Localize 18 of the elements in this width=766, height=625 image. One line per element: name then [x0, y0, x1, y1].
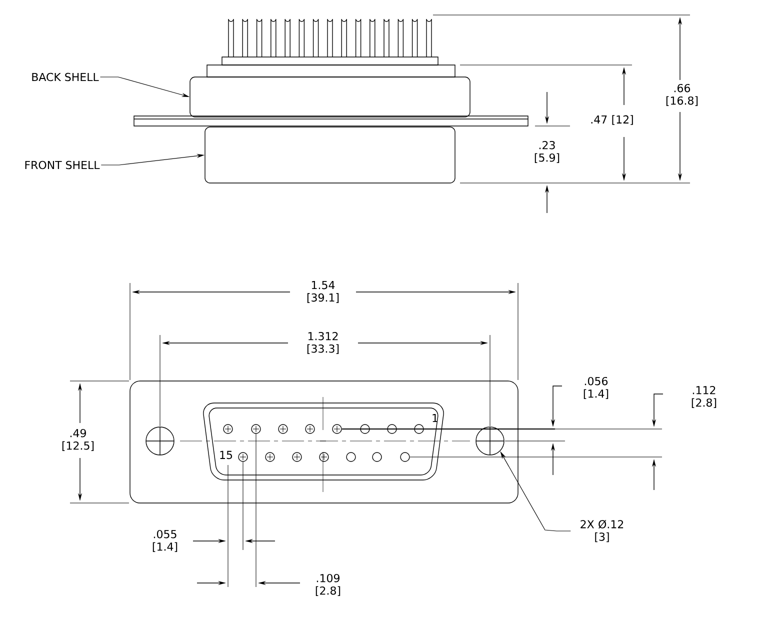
dimension-text: .112 [2.8] — [692, 386, 716, 408]
dimension-text: 1.312 [33.3] — [307, 332, 339, 354]
dimension-text: .49 [12.5] — [62, 428, 94, 452]
dimension-text: .47 [12] — [591, 115, 633, 125]
mounting-hole — [476, 426, 504, 456]
dimension-text: 1.54 [39.1] — [307, 281, 339, 303]
part-name: FRONT SHELL — [25, 160, 100, 170]
dimension-text: .66 [16.8] — [666, 84, 698, 106]
pin-number: 1 — [432, 414, 438, 422]
part-name: BACK SHELL — [32, 72, 99, 82]
front-shell — [204, 126, 456, 184]
back-shell — [190, 76, 470, 118]
dimension-text: .056 [1.4] — [584, 376, 608, 400]
dimension-text: .23 [5.9] — [534, 140, 560, 164]
pin-number: 15 — [220, 450, 232, 460]
dimension-text: .055 [1.4] — [152, 530, 178, 552]
dimension-text: .109 [2.8] — [316, 574, 340, 596]
callout-text: 2X Ø.12 [3] — [580, 520, 624, 542]
